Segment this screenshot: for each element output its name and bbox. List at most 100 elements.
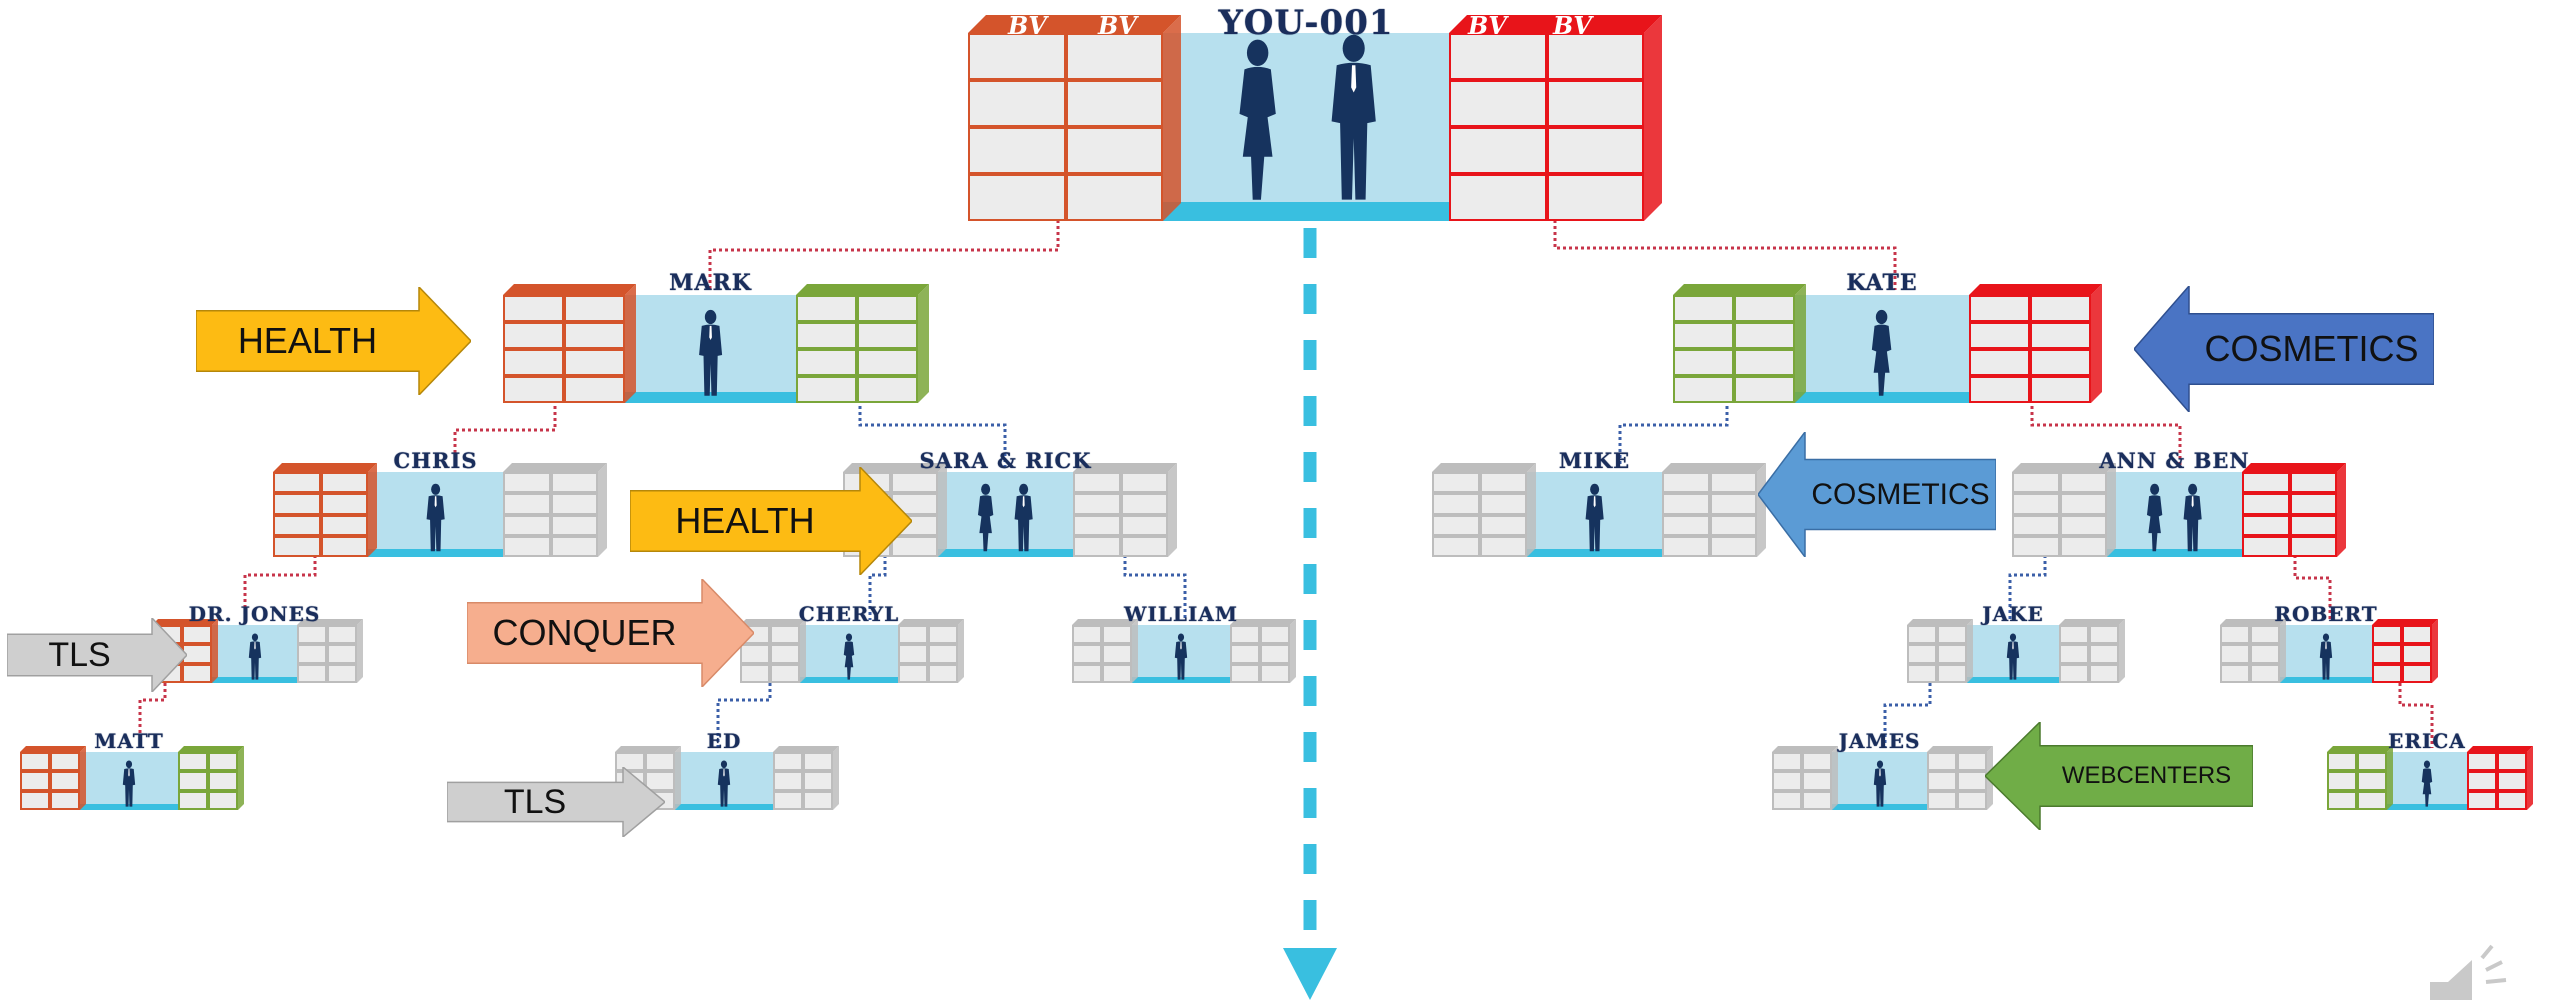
right-volume-blocks xyxy=(297,625,357,683)
member-james[interactable]: JAMES xyxy=(1772,729,1993,810)
arrow-label: TLS xyxy=(48,635,111,674)
right-volume-blocks xyxy=(1662,472,1757,557)
member-chris[interactable]: CHRIS xyxy=(273,448,607,557)
member-ann-ben[interactable]: ANN & BEN xyxy=(2012,448,2346,557)
businessman-silhouette-icon xyxy=(1585,483,1604,552)
businessman-silhouette-icon xyxy=(1331,34,1376,200)
member-name: ANN & BEN xyxy=(2099,447,2250,473)
cosmetics-2-arrow: COSMETICS xyxy=(1758,432,1996,557)
cosmetics-1-arrow: COSMETICS xyxy=(2134,286,2434,412)
member-name: DR. JONES xyxy=(188,602,321,626)
left-volume-blocks xyxy=(1072,625,1132,683)
member-erica[interactable]: ERICA xyxy=(2327,729,2533,810)
arrow-label: TLS xyxy=(503,782,567,821)
member-panel xyxy=(938,472,1073,557)
member-panel xyxy=(2387,752,2467,810)
root-name: YOU-001 xyxy=(1218,3,1394,43)
left-volume-blocks xyxy=(740,625,800,683)
member-william[interactable]: WILLIAM xyxy=(1072,602,1296,683)
member-panel xyxy=(675,752,773,810)
businessman-silhouette-icon xyxy=(426,483,445,552)
member-mark[interactable]: MARK xyxy=(503,270,929,403)
right-volume-blocks xyxy=(1969,295,2091,403)
businesswoman-silhouette-icon xyxy=(977,483,993,552)
member-name: CHRIS xyxy=(393,447,478,473)
businessman-silhouette-icon xyxy=(2319,633,2333,680)
bv-tag: BV xyxy=(1008,11,1047,40)
member-name: MARK xyxy=(669,269,752,296)
arrow-label: CONQUER xyxy=(492,612,677,653)
right-volume-blocks xyxy=(773,752,833,810)
right-volume-blocks xyxy=(1230,625,1290,683)
left-volume-blocks xyxy=(2220,625,2280,683)
member-panel xyxy=(625,295,796,403)
speaker-icon[interactable] xyxy=(2430,940,2520,1000)
businessman-silhouette-icon xyxy=(1174,633,1188,680)
arrow-label: HEALTH xyxy=(237,320,378,361)
member-name: MATT xyxy=(94,729,164,753)
member-name: SARA & RICK xyxy=(919,447,1092,473)
right-volume-blocks xyxy=(796,295,918,403)
member-robert[interactable]: ROBERT xyxy=(2220,602,2438,683)
businessman-silhouette-icon xyxy=(698,309,722,396)
down-arrow-icon xyxy=(1283,948,1337,1000)
businessman-silhouette-icon xyxy=(1014,483,1033,552)
arrow-label: COSMETICS xyxy=(2204,328,2419,369)
businesswoman-silhouette-icon xyxy=(2146,483,2162,552)
left-volume-blocks xyxy=(2327,752,2387,810)
conquer-arrow: CONQUER xyxy=(467,579,754,687)
member-name: WILLIAM xyxy=(1124,602,1238,626)
tls-1-arrow: TLS xyxy=(7,618,187,692)
member-name: CHERYL xyxy=(798,602,900,626)
right-volume-blocks xyxy=(898,625,958,683)
left-volume-blocks xyxy=(2012,472,2107,557)
right-volume-blocks xyxy=(1073,472,1168,557)
right-volume-blocks xyxy=(2372,625,2432,683)
member-panel xyxy=(1527,472,1662,557)
businessman-silhouette-icon xyxy=(2006,633,2020,680)
member-name: ROBERT xyxy=(2274,602,2378,626)
businessman-silhouette-icon xyxy=(2421,760,2433,807)
member-name: KATE xyxy=(1846,269,1918,296)
businessman-silhouette-icon xyxy=(122,760,136,807)
member-panel xyxy=(2107,472,2242,557)
member-matt[interactable]: MATT xyxy=(20,729,244,810)
member-jake[interactable]: JAKE xyxy=(1907,602,2125,683)
member-name: JAKE xyxy=(1982,602,2044,626)
right-volume-blocks xyxy=(503,472,598,557)
right-volume-blocks xyxy=(178,752,238,810)
member-mike[interactable]: MIKE xyxy=(1432,448,1766,557)
businessman-silhouette-icon xyxy=(717,760,731,807)
businessman-silhouette-icon xyxy=(1872,309,1892,396)
right-volume-blocks xyxy=(2242,472,2337,557)
businessman-silhouette-icon xyxy=(248,633,261,680)
health-1-arrow: HEALTH xyxy=(196,287,471,395)
arrow-label: WEBCENTERS xyxy=(2061,762,2232,789)
health-2-arrow: HEALTH xyxy=(630,467,912,575)
bv-tag: BV xyxy=(1468,11,1507,40)
tls-2-arrow: TLS xyxy=(447,767,665,837)
arrow-label: HEALTH xyxy=(675,500,815,541)
member-panel xyxy=(800,625,898,683)
member-panel xyxy=(1132,625,1230,683)
left-volume-blocks xyxy=(968,33,1163,221)
arrow-label: COSMETICS xyxy=(1811,477,1990,511)
member-kate[interactable]: KATE xyxy=(1673,270,2102,403)
right-volume-blocks xyxy=(2059,625,2119,683)
right-volume-blocks xyxy=(2467,752,2527,810)
member-panel xyxy=(368,472,503,557)
left-volume-blocks xyxy=(20,752,80,810)
member-panel xyxy=(1795,295,1969,403)
member-cheryl[interactable]: CHERYL xyxy=(740,602,964,683)
member-dr-jones[interactable]: DR. JONES xyxy=(152,602,363,683)
right-volume-blocks xyxy=(1449,33,1644,221)
member-panel xyxy=(1163,33,1449,221)
right-volume-blocks xyxy=(1927,752,1987,810)
member-name: MIKE xyxy=(1558,447,1631,473)
left-volume-blocks xyxy=(1673,295,1795,403)
member-name: ERICA xyxy=(2388,729,2466,753)
left-volume-blocks xyxy=(1772,752,1832,810)
